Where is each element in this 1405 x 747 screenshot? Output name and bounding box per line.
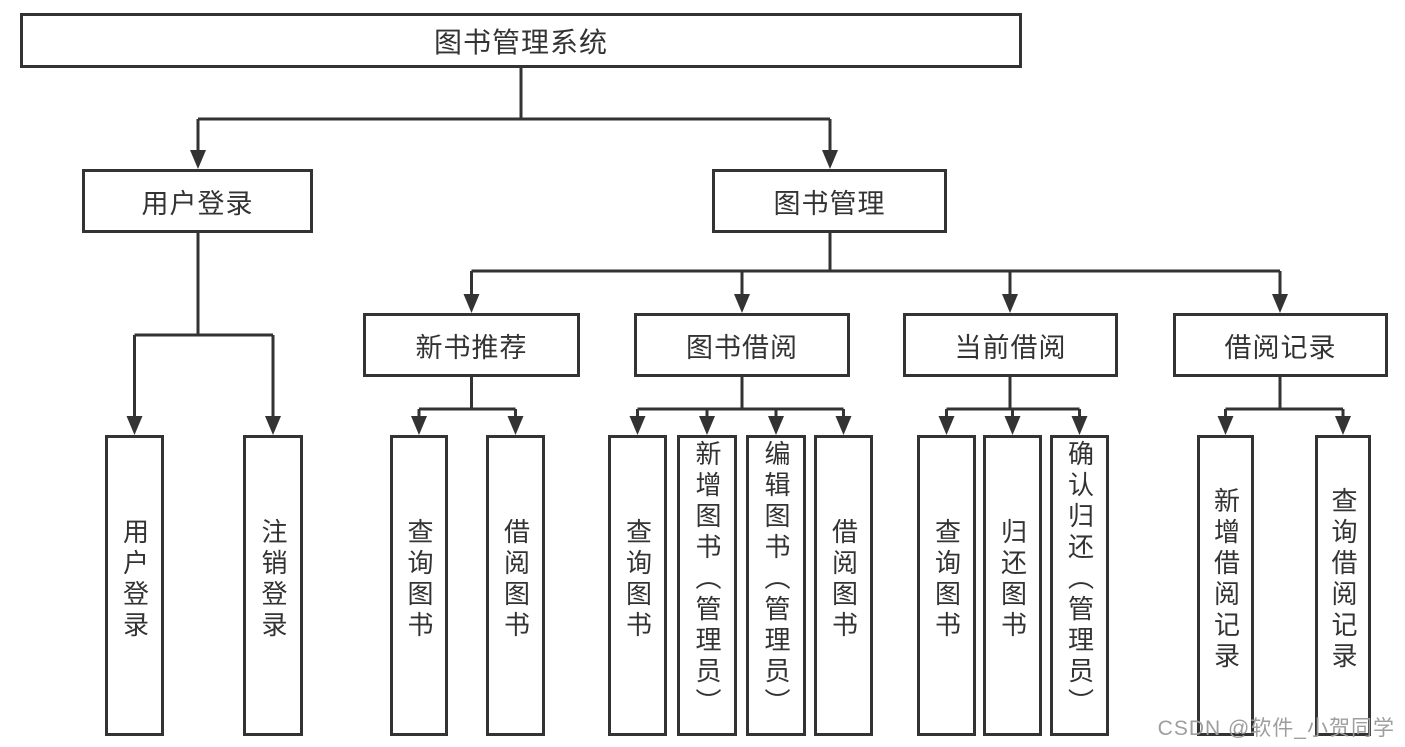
leaf-label: 新增借阅记录 [1210, 486, 1241, 673]
node-label: 当前借阅 [954, 332, 1067, 363]
arrowhead-icon [411, 416, 427, 435]
leaf-label: 用户登录 [119, 517, 150, 642]
arrowhead-icon [1002, 294, 1018, 313]
node-label: 图书管理 [773, 188, 886, 219]
connector-current-to-leaves [938, 377, 1088, 435]
leaf-records-add-borrow-record: 新增借阅记录 [1197, 435, 1254, 736]
leaf-label: 查询借阅记录 [1328, 486, 1358, 673]
arrowhead-icon [190, 150, 206, 169]
leaf-current-return-books: 归还图书 [983, 435, 1042, 736]
arrowhead-icon [629, 416, 646, 435]
csdn-watermark: CSDN @软件_小贺同学 [1157, 717, 1395, 740]
leaf-label: 查询图书 [404, 517, 434, 642]
leaf-label: 确认归还（管理员） [1064, 440, 1095, 719]
leaf-label: 查询图书 [931, 517, 962, 642]
node-book-management: 图书管理 [712, 169, 947, 233]
arrowhead-icon [463, 294, 480, 313]
arrowhead-icon [835, 416, 852, 435]
connector-book-management-to-level3 [463, 233, 1288, 313]
arrowhead-icon [768, 416, 784, 435]
arrowhead-icon [699, 416, 715, 435]
node-label: 图书借阅 [686, 332, 798, 363]
arrowhead-icon [1335, 416, 1351, 435]
arrowhead-icon [1004, 416, 1021, 435]
node-label: 新书推荐 [415, 332, 528, 363]
arrowhead-icon [734, 294, 750, 313]
arrowhead-icon [1071, 416, 1088, 435]
node-current-borrowing: 当前借阅 [903, 313, 1118, 377]
arrowhead-icon [265, 416, 281, 435]
leaf-logout: 注销登录 [243, 435, 303, 736]
arrowhead-icon [1272, 294, 1288, 313]
arrowhead-icon [1217, 416, 1234, 435]
leaf-borrowing-query-books: 查询图书 [608, 435, 667, 736]
leaf-borrowing-borrow-books: 借阅图书 [814, 435, 873, 736]
leaf-label: 归还图书 [997, 517, 1028, 642]
leaf-borrowing-add-book-admin: 新增图书（管理员） [677, 435, 737, 736]
node-label: 借阅记录 [1224, 332, 1337, 363]
connector-borrowing-to-leaves [629, 377, 852, 435]
node-book-borrowing: 图书借阅 [634, 313, 850, 377]
node-borrowing-records: 借阅记录 [1173, 313, 1388, 377]
leaf-user-login: 用户登录 [105, 435, 164, 736]
leaf-recommend-query-books: 查询图书 [390, 435, 448, 736]
leaf-label: 编辑图书（管理员） [761, 440, 791, 719]
node-label: 图书管理系统 [433, 26, 608, 58]
arrowhead-icon [126, 416, 143, 435]
arrowhead-icon [822, 150, 838, 169]
arrowhead-icon [507, 416, 524, 435]
leaf-label: 注销登录 [258, 517, 288, 642]
node-library-management-system: 图书管理系统 [20, 13, 1022, 68]
leaf-borrowing-edit-book-admin: 编辑图书（管理员） [746, 435, 806, 736]
leaf-label: 借阅图书 [500, 517, 531, 642]
leaf-current-query-books: 查询图书 [917, 435, 976, 736]
connector-root-to-level2 [190, 68, 838, 169]
arrowhead-icon [938, 416, 955, 435]
node-user-login: 用户登录 [82, 169, 313, 233]
leaf-records-query-borrow-record: 查询借阅记录 [1315, 435, 1371, 736]
leaf-current-confirm-return-admin: 确认归还（管理员） [1050, 435, 1109, 736]
node-new-book-recommendation: 新书推荐 [363, 313, 580, 377]
leaf-label: 借阅图书 [828, 517, 859, 642]
leaf-label: 查询图书 [622, 517, 653, 642]
leaf-label: 新增图书（管理员） [692, 440, 722, 719]
connector-user-login-to-leaves [126, 233, 281, 435]
leaf-recommend-borrow-books: 借阅图书 [486, 435, 545, 736]
connector-records-to-leaves [1217, 377, 1351, 435]
connector-recommend-to-leaves [411, 377, 524, 435]
node-label: 用户登录 [141, 188, 254, 219]
